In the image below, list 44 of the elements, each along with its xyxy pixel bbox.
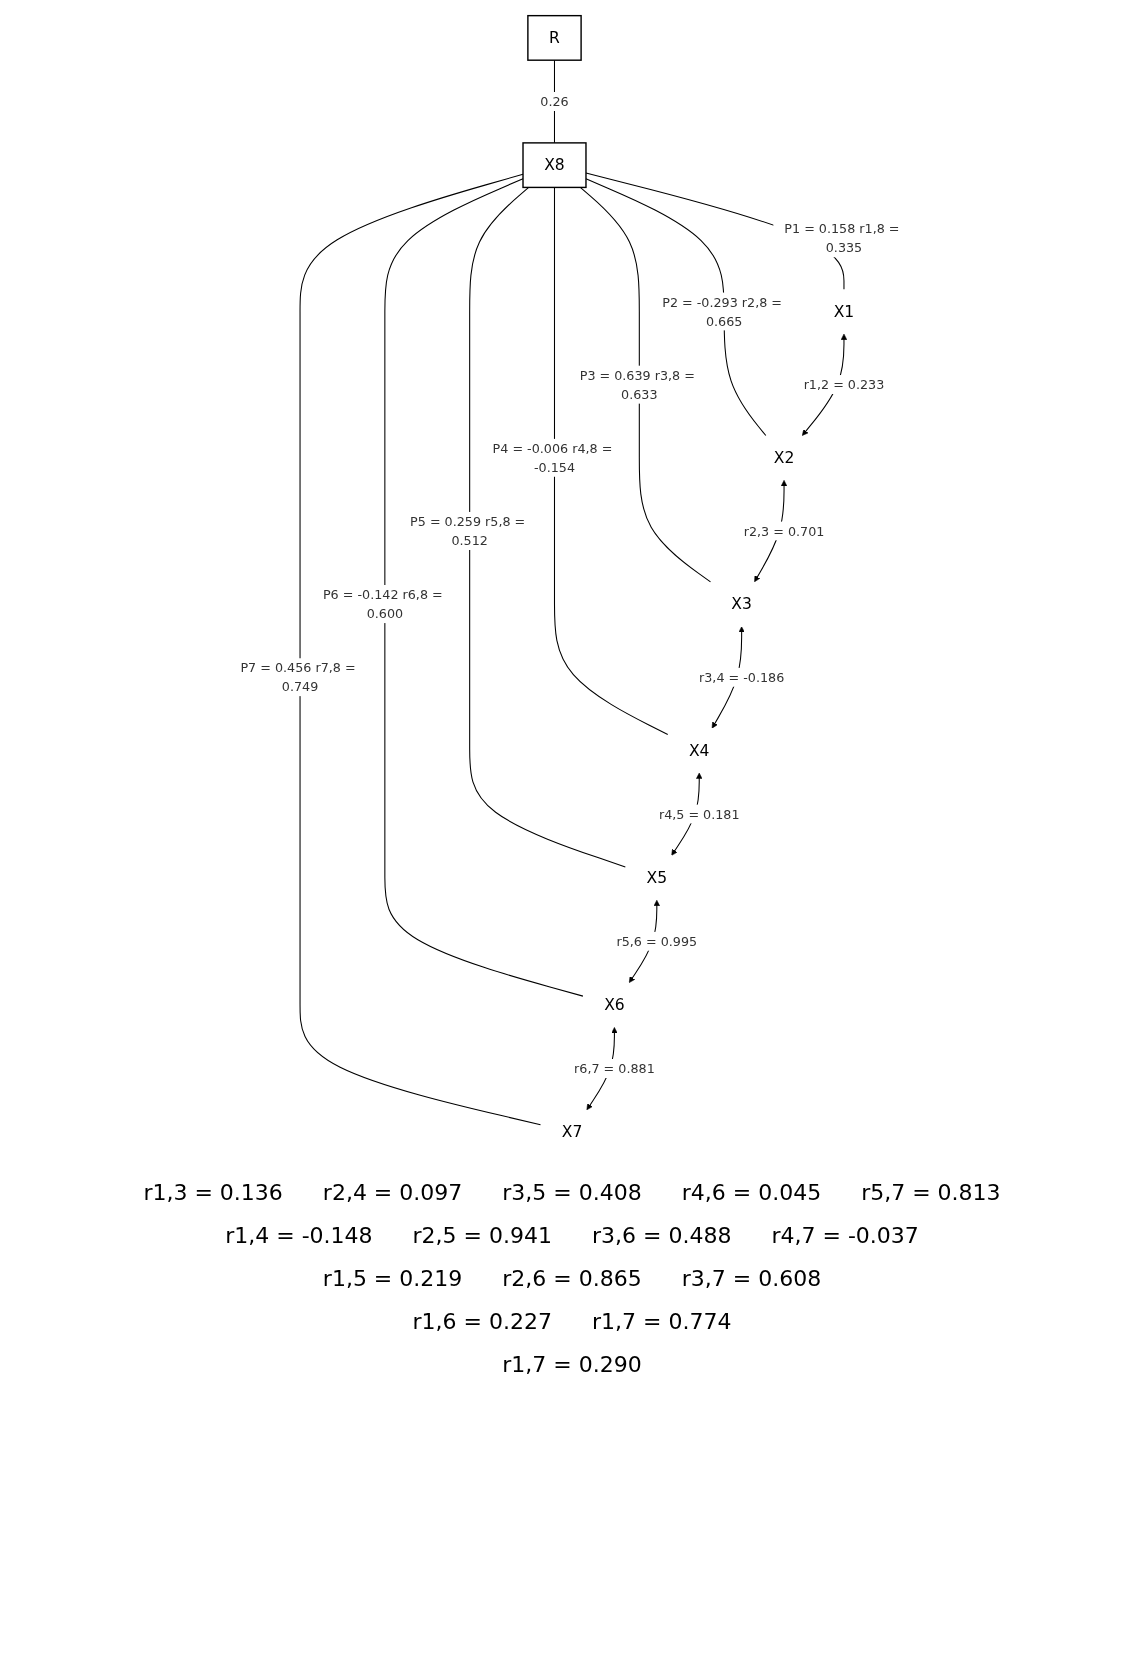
edge-label: r5,6 = 0.995 [616,933,698,949]
correlation-label: r1,7 = 0.774 [592,1309,732,1334]
correlation-label: r1,3 = 0.136 [143,1180,283,1205]
edge-label: P2 = -0.293 r2,8 = 0.665 [662,294,782,329]
node-text: X3 [731,595,752,613]
connector [579,186,711,583]
node-box: R [527,14,582,61]
connector [384,178,584,997]
correlation-label: r3,5 = 0.408 [502,1180,642,1205]
connector [585,178,767,437]
correlation-label: r1,4 = -0.148 [225,1223,373,1248]
edge-label: P6 = -0.142 r6,8 = 0.600 [322,587,443,622]
correlation-label: r1,7 = 0.290 [502,1352,642,1377]
correlation-label: r1,6 = 0.227 [412,1309,552,1334]
node-text: X5 [646,868,668,887]
connector [553,186,669,735]
edge-label: P4 = -0.006 r4,8 = -0.154 [492,440,613,475]
correlation-label: r4,6 = 0.045 [681,1180,822,1205]
edge-label: r4,5 = 0.181 [658,806,740,822]
edge-label: r3,4 = -0.186 [699,669,785,685]
correlation-label: r5,7 = 0.813 [861,1180,1001,1205]
node-text: X6 [604,996,625,1014]
correlation-label: r2,5 = 0.941 [412,1223,552,1248]
node-box: X8 [522,142,587,189]
correlation-label: r3,6 = 0.488 [592,1223,732,1248]
correlation-label: r4,7 = -0.037 [771,1223,919,1248]
edge-label: r1,2 = 0.233 [803,377,885,393]
node-text: X7 [561,1123,583,1141]
edge-label: 0.26 [540,94,569,109]
edge-label: r2,3 = 0.701 [743,523,825,539]
correlation-label: r1,5 = 0.219 [322,1266,463,1291]
edge-label: P7 = 0.456 r7,8 = 0.749 [240,660,356,695]
edge-label: P1 = 0.158 r1,8 = 0.335 [784,221,900,256]
node-text: X1 [833,302,855,321]
node-text: X2 [773,448,795,467]
correlation-label: r2,4 = 0.097 [322,1180,463,1205]
correlation-label: r3,7 = 0.608 [681,1266,822,1291]
edge-label: P3 = 0.639 r3,8 = 0.633 [579,367,695,402]
edge-label: r6,7 = 0.881 [574,1061,655,1076]
node-text: X4 [688,741,710,760]
connector [469,186,626,868]
correlation-label: r2,6 = 0.865 [502,1266,642,1291]
edge-label: P5 = 0.259 r5,8 = 0.512 [410,513,526,548]
connector [299,173,542,1126]
